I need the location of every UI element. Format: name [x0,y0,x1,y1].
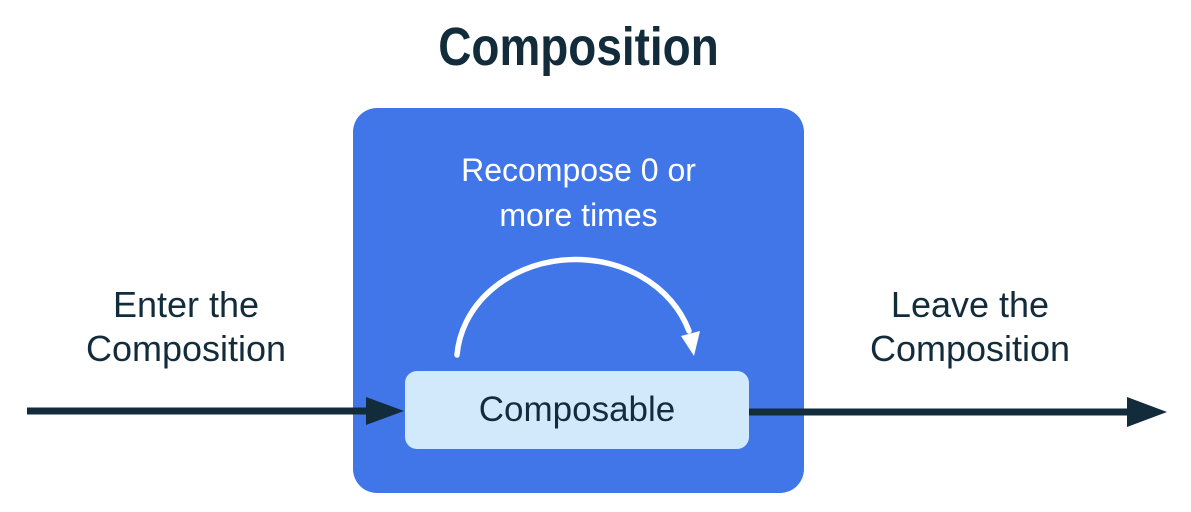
composable-label: Composable [478,390,676,429]
enter-composition-label: Enter the Composition [85,284,287,369]
leave-arrowhead-icon [1127,397,1167,427]
leave-composition-label: Leave the Composition [869,284,1071,369]
diagram-title: Composition [438,17,719,77]
recompose-label: Recompose 0 or more times [461,152,696,233]
composable-box: Composable [405,371,749,449]
